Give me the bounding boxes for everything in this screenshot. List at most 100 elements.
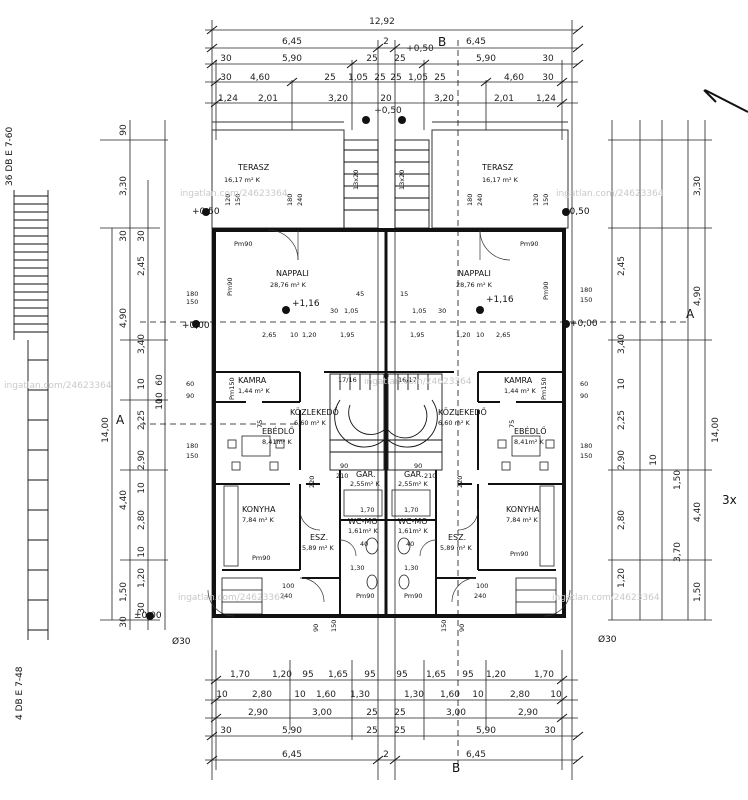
d240-tr: 240 <box>476 194 484 206</box>
dim-bot-2b: 2,80 <box>252 690 272 700</box>
dim-left-i2: 2,45 <box>137 256 147 276</box>
dim-left-i8: 2,80 <box>137 510 147 530</box>
dim-top-3b: 5,90 <box>282 54 302 64</box>
d40-r: 40 <box>406 540 414 548</box>
kozlekedo-left-area: 6,60 m² K <box>294 419 327 427</box>
dim-left-total: 14,00 <box>101 417 111 443</box>
terasz-right-name: TERASZ <box>481 163 514 172</box>
nappali-right-area: 28,76 m² K <box>456 281 493 289</box>
d180-tl: 180 <box>286 194 294 206</box>
pm90-bl: Pm90 <box>252 554 271 562</box>
kamra-left-area: 1,44 m² K <box>238 387 271 395</box>
dim-top-2b: 2 <box>383 37 389 47</box>
dim-bot-1h: 95 <box>462 670 473 680</box>
dim-bot-1i: 1,20 <box>486 670 506 680</box>
furniture <box>223 435 555 590</box>
dim-bot-2h: 10 <box>472 690 484 700</box>
dim-left-o4: 4,90 <box>119 308 129 328</box>
d150-l: 150 <box>186 298 198 306</box>
dim-top-3f: 30 <box>542 54 554 64</box>
dim-bot-1b: 1,20 <box>272 670 292 680</box>
esz-left-area: 5,89 m² K <box>302 544 335 552</box>
stair-c-left: 13x20 <box>352 170 360 190</box>
pm150-left: Pm150 <box>228 377 236 400</box>
top-dimensions: 12,92 6,45 2 6,45 30 5,90 25 25 5,90 30 … <box>218 17 556 116</box>
dim-right-o4: 1,50 <box>693 582 703 602</box>
watermark-3: ingatlan.com/24623364 <box>4 381 112 391</box>
grid-lines <box>111 20 706 780</box>
h30-r: 30 <box>438 307 446 315</box>
level-ground-left: ±0,00 <box>134 611 162 621</box>
h195-r: 1,95 <box>410 331 424 339</box>
d170-l: 1,70 <box>360 506 374 514</box>
ebedlo-right-area: 8,41m² K <box>514 438 544 446</box>
dim-top-3d: 25 <box>394 54 405 64</box>
section-a-right: A <box>686 307 695 321</box>
dim-left-m2: 10 <box>155 392 165 404</box>
section-b-bottom: B <box>452 761 460 775</box>
ebedlo-left-name: EBÉDLŐ <box>262 425 295 436</box>
d210-l: 210 <box>336 472 348 480</box>
h120-l: 1,20 <box>302 331 316 339</box>
watermark-6: ingatlan.com/24623364 <box>552 593 660 603</box>
dim-bot-2f: 1,30 <box>404 690 424 700</box>
dim-bot-5b: 2 <box>383 750 389 760</box>
dim-top-3a: 30 <box>220 54 232 64</box>
rebar-bottom-label: 4 DB E 7-48 <box>15 666 25 720</box>
watermark-5: ingatlan.com/24623364 <box>178 593 286 603</box>
dim-top-4i: 4,60 <box>504 73 524 83</box>
kozlekedo-left-name: KÖZLEKEDŐ <box>290 407 339 417</box>
dim-bot-1j: 1,70 <box>534 670 554 680</box>
dim-bot-3b: 3,00 <box>312 708 332 718</box>
dim-top-4f: 25 <box>390 73 401 83</box>
pm150-right: Pm150 <box>540 377 548 400</box>
d75-r: 75 <box>508 420 516 428</box>
wc-right-area: 1,61m² K <box>398 527 428 535</box>
dim-left-i3: 3,40 <box>137 334 147 354</box>
d150-tr: 150 <box>542 194 550 206</box>
gar-right-name: GAR. <box>404 470 424 479</box>
dim-bot-1e: 95 <box>364 670 375 680</box>
section-a-left: A <box>116 413 125 427</box>
level-floor-right: +0,00 <box>570 319 598 329</box>
dim-top-4c: 25 <box>324 73 335 83</box>
pm90-wr: Pm90 <box>404 592 423 600</box>
section-b-top: B <box>438 35 446 49</box>
dim-left-o1: 90 <box>119 124 129 136</box>
d90-st-r: 90 <box>414 462 422 470</box>
dim-total-top: 12,92 <box>369 17 395 27</box>
dim-bot-5c: 6,45 <box>466 750 486 760</box>
dim-top-4b: 4,60 <box>250 73 270 83</box>
d210-r: 210 <box>424 472 436 480</box>
dim-top-5a: 1,24 <box>218 94 238 104</box>
dim-left-o5: 4,40 <box>119 490 129 510</box>
right-dimensions: 14,00 3,30 4,90 4,40 1,50 2,45 3,40 10 2… <box>617 176 721 602</box>
dim-right-total: 14,00 <box>711 417 721 443</box>
d150-br: 150 <box>440 620 448 632</box>
dim-bot-3a: 2,90 <box>248 708 268 718</box>
level-markers <box>146 116 570 620</box>
interior-stairs <box>329 373 443 471</box>
dim-bot-2g: 1,60 <box>440 690 460 700</box>
dim-top-4g: 1,05 <box>408 73 428 83</box>
h10-r: 10 <box>476 331 484 339</box>
dimension-lines-horizontal <box>205 29 578 761</box>
d180-l: 180 <box>186 290 198 298</box>
entry-steps <box>221 577 557 615</box>
konyha-left-area: 7,84 m² K <box>242 516 275 524</box>
d90-st-l: 90 <box>340 462 348 470</box>
nappali-right-name: NAPPALI <box>458 269 491 278</box>
section-lines <box>140 40 690 770</box>
opening-labels: Pm90 Pm90 Pm90 Pm90 Pm90 Pm90 Pm90 Pm90 … <box>186 170 592 632</box>
kozlekedo-right-name: KÖZLEKEDŐ <box>438 407 487 417</box>
kamra-right-area: 1,44 m² K <box>504 387 537 395</box>
kamra-left-name: KAMRA <box>238 376 267 385</box>
d130-r: 1,30 <box>404 564 418 572</box>
dim-bot-2i: 2,80 <box>510 690 530 700</box>
h195-l: 1,95 <box>340 331 354 339</box>
gar-right-area: 2,55m² K <box>398 480 428 488</box>
terasz-left-name: TERASZ <box>237 163 270 172</box>
dim-bot-3c: 25 <box>366 708 377 718</box>
d40-l: 40 <box>360 540 368 548</box>
